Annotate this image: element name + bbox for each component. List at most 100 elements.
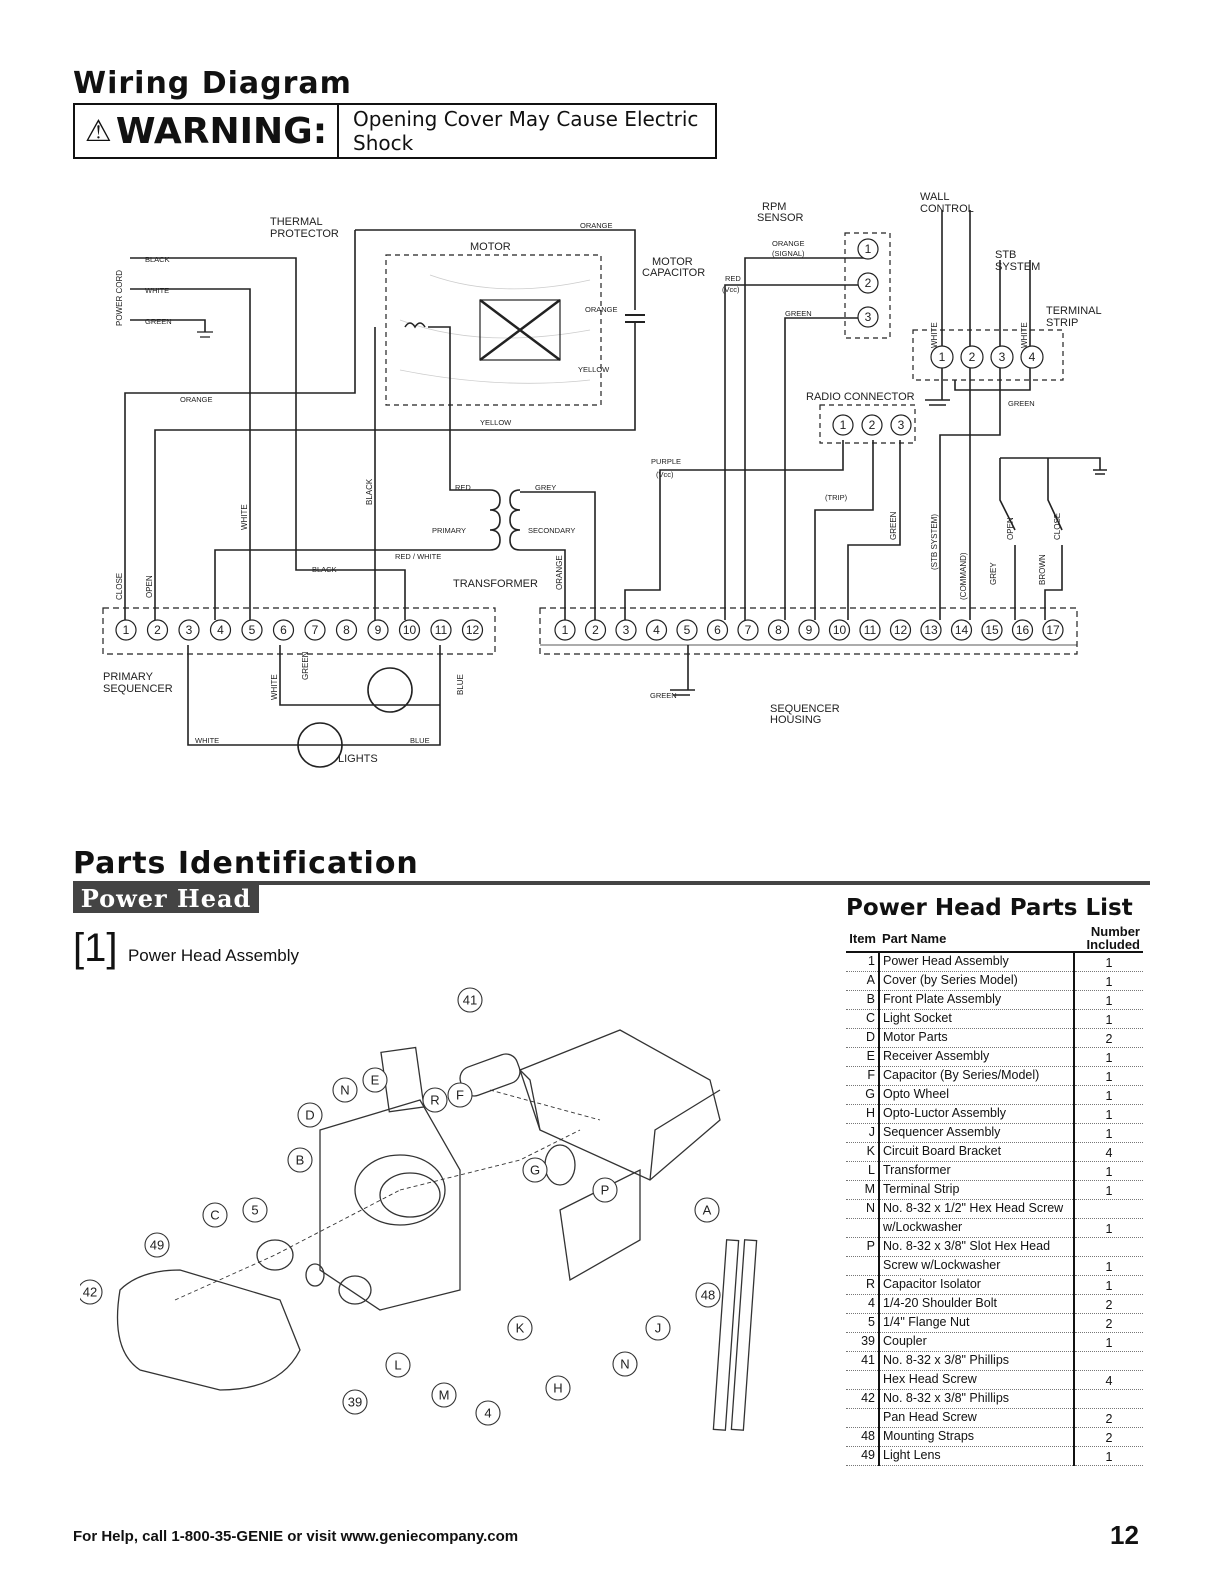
housing-terminal-circle (676, 619, 698, 641)
primary-terminal: 5 (249, 623, 256, 637)
housing-terminal-circle (554, 619, 576, 641)
cell-item: G (846, 1085, 880, 1105)
cell-qty: 1 (1073, 1180, 1143, 1200)
help-footer: For Help, call 1-800-35-GENIE or visit w… (73, 1528, 519, 1545)
label-orange-motor: ORANGE (585, 305, 618, 314)
callout-label: K (516, 1321, 525, 1336)
housing-terminal: 13 (924, 623, 938, 637)
cell-qty: 1 (1073, 1161, 1143, 1181)
label-stb: STB (995, 249, 1016, 261)
callout-label: 4 (484, 1406, 491, 1421)
ground-icon (197, 331, 213, 338)
transformer-primary-icon (489, 489, 501, 551)
cell-qty: 1 (1073, 1066, 1143, 1086)
cell-qty: 1 (1073, 990, 1143, 1010)
strip-terminal-circle (960, 345, 984, 369)
callout-circle (144, 1232, 170, 1258)
label-primary-tx: PRIMARY (432, 526, 466, 535)
cell-name: Terminal Strip (879, 1180, 1074, 1200)
label-rpm: RPM (762, 201, 786, 213)
primary-terminal: 9 (375, 623, 382, 637)
label-grey-v: GREY (989, 562, 998, 585)
cell-name: Mounting Straps (879, 1427, 1074, 1447)
cell-qty: 1 (1073, 1275, 1143, 1295)
callout-label: M (439, 1388, 450, 1403)
cell-qty: 1 (1073, 1218, 1143, 1238)
cell-name: No. 8-32 x 3/8" Phillips (879, 1351, 1074, 1371)
primary-terminal: 10 (403, 623, 417, 637)
callout-circle (645, 1315, 671, 1341)
cell-item: B (846, 990, 880, 1010)
label-white-lights: WHITE (195, 736, 219, 745)
light-bulb-icon (367, 667, 413, 713)
primary-terminal-circle (209, 619, 232, 641)
cell-name: Capacitor Isolator (879, 1275, 1074, 1295)
primary-terminal-circle (272, 619, 295, 641)
callout-label: 48 (701, 1288, 715, 1303)
label-open: OPEN (145, 575, 154, 598)
label-motor-capacitor-2: CAPACITOR (642, 267, 705, 279)
housing-terminal-circle (767, 619, 790, 641)
label-vcc-purple: (Vcc) (656, 470, 674, 479)
housing-terminal: 15 (985, 623, 999, 637)
housing-terminal: 9 (806, 623, 813, 637)
label-white: WHITE (145, 286, 169, 295)
label-red: RED (725, 274, 741, 283)
housing-terminal-circle (1042, 619, 1064, 641)
housing-terminal-circle (798, 619, 820, 641)
strip-terminal: 3 (999, 350, 1006, 364)
callout-label: D (305, 1108, 314, 1123)
cell-item: H (846, 1104, 880, 1124)
cell-qty: 2 (1073, 1408, 1143, 1428)
cover-drawing (519, 1029, 721, 1181)
cell-item: 48 (846, 1427, 880, 1447)
col-item-header: Item (846, 925, 879, 953)
primary-terminal: 3 (186, 623, 193, 637)
radio-terminal: 2 (869, 418, 876, 432)
light-lens-drawing (116, 1269, 301, 1391)
rpm-terminal-circle (857, 272, 879, 294)
wiring-diagram-title: Wiring Diagram (73, 66, 352, 101)
callout-label: H (553, 1381, 562, 1396)
callout-label: F (456, 1088, 464, 1103)
cell-name: Power Head Assembly (879, 952, 1074, 972)
housing-terminal-circle (1011, 619, 1034, 641)
callout-circle (287, 1147, 313, 1173)
callout-label: J (655, 1321, 662, 1336)
strip-terminal: 4 (1029, 350, 1036, 364)
assembly-number: 1 (84, 926, 107, 970)
label-orange: ORANGE (180, 395, 213, 404)
callout-label: 39 (348, 1395, 362, 1410)
strip-terminal: 2 (969, 350, 976, 364)
cell-item: J (846, 1123, 880, 1143)
callout-circle (592, 1177, 618, 1203)
label-seq-housing-1: SEQUENCER (770, 703, 840, 715)
label-protector: PROTECTOR (270, 228, 339, 240)
label-power-cord: POWER CORD (115, 270, 124, 326)
label-wall: WALL (920, 191, 950, 203)
cell-item: M (846, 1180, 880, 1200)
cell-name: Light Socket (879, 1009, 1074, 1029)
cell-qty (1073, 1389, 1143, 1409)
primary-terminal: 6 (280, 623, 287, 637)
housing-terminal: 16 (1016, 623, 1030, 637)
cell-item (846, 1256, 880, 1276)
cell-qty: 1 (1073, 952, 1143, 972)
label-black: BLACK (145, 255, 170, 264)
cell-item (846, 1408, 880, 1428)
parts-list-title: Power Head Parts List (846, 895, 1133, 921)
cell-qty: 1 (1073, 971, 1143, 991)
cell-name: Front Plate Assembly (879, 990, 1074, 1010)
